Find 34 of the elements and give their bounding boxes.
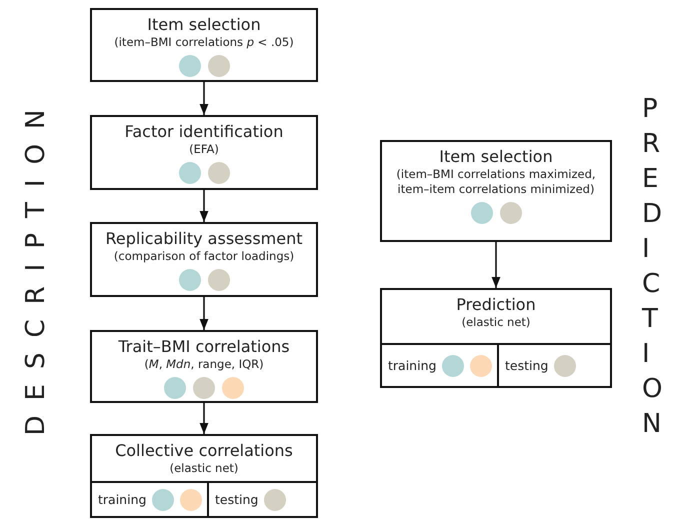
step-title: Trait–BMI correlations [117,337,291,357]
sample-cell [207,481,316,516]
sample-label: testing [505,358,548,373]
sample-label: training [98,492,146,507]
section-label: DESCRIPTION [21,94,51,436]
step-subtitle: (comparison of factor loadings) [112,249,296,264]
sample-label: training [388,358,436,373]
step-title: Prediction [455,295,537,315]
process-box [90,330,318,403]
arrow [200,82,208,115]
sample-label: testing [215,492,258,507]
step-subtitle: (elastic net) [460,315,532,330]
process-box [90,115,318,190]
step-title: Item selection [438,147,554,167]
step-subtitle: (M, Mdn, range, IQR) [143,357,265,372]
arrow [200,403,208,434]
arrow [200,190,208,222]
section-label: PREDICTION [642,93,668,441]
step-subtitle: (elastic net) [168,461,240,476]
step-title: Replicability assessment [104,229,304,249]
sample-cell [497,343,610,386]
step-subtitle: (item–BMI correlations p < .05) [113,35,295,50]
process-box [90,8,318,82]
arrow [200,297,208,330]
arrow [492,242,500,288]
process-box [90,222,318,297]
step-title: Collective correlations [114,441,294,461]
process-box [380,140,612,242]
step-title: Factor identification [124,122,284,142]
step-subtitle: (EFA) [188,142,220,157]
step-title: Item selection [146,15,262,35]
process-box [380,288,612,388]
step-subtitle: (item–BMI correlations maximized, item–item correlations minimized) [395,167,597,197]
process-box [90,434,318,518]
